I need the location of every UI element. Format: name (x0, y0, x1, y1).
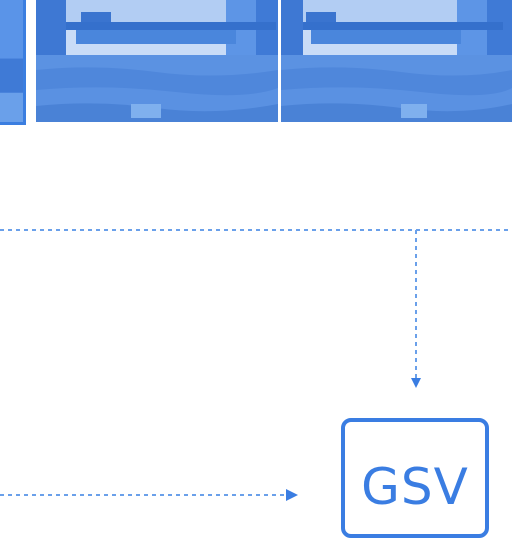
image-thumbnail-cropped (0, 0, 26, 125)
tower-bridge-image (281, 0, 512, 122)
connector-lines (0, 229, 512, 501)
arrowhead-down-icon (411, 378, 421, 388)
gsv-node: GSV (341, 418, 489, 538)
image-thumbnail-1 (36, 0, 278, 122)
gsv-label: GSV (361, 458, 469, 516)
tower-bridge-image (36, 0, 278, 122)
tower-bridge-image (0, 0, 23, 122)
arrowhead-right-icon (286, 489, 298, 501)
image-thumbnail-2 (281, 0, 512, 122)
